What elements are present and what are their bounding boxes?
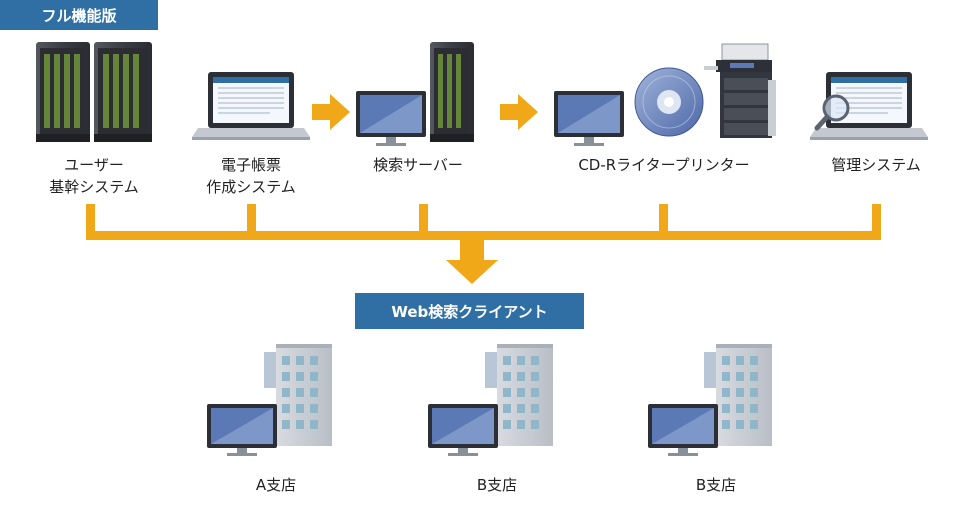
connector-bracket (86, 204, 881, 240)
svg-text:検索サーバー: 検索サーバー (373, 156, 463, 174)
system-label-cdr-printer: CD-Rライタープリンター (578, 156, 749, 174)
server-icon-left (36, 42, 90, 142)
building-icon (704, 344, 772, 446)
cd-disc-icon (634, 67, 704, 137)
branch-office-a: A支店 (207, 344, 332, 494)
branch-office-b2: B支店 (648, 344, 772, 494)
system-label-admin: 管理システム (831, 156, 921, 174)
system-label-search-server: 検索サーバー (373, 156, 463, 174)
branch-office-b1: B支店 (428, 344, 553, 494)
edition-badge: フル機能版 (0, 0, 158, 30)
arrow-right-icon (312, 94, 350, 130)
system-label-user: ユーザー 基幹システム (49, 156, 139, 196)
monitor-icon (207, 404, 277, 456)
server-icon (430, 42, 474, 142)
svg-text:ユーザー: ユーザー (64, 156, 124, 174)
monitor-icon (428, 404, 498, 456)
printer-icon (704, 43, 776, 138)
svg-text:CD-Rライタープリンター: CD-Rライタープリンター (578, 156, 749, 174)
svg-text:作成システム: 作成システム (206, 178, 296, 196)
monitor-icon (648, 404, 718, 456)
web-search-client-badge: Web検索クライアント (355, 293, 584, 329)
branch-label: B支店 (696, 476, 736, 494)
building-icon (264, 344, 332, 446)
svg-text:基幹システム: 基幹システム (49, 178, 139, 196)
monitor-icon (356, 91, 426, 146)
server-icon-right (94, 42, 152, 142)
branch-label: A支店 (256, 476, 296, 494)
branch-label: B支店 (477, 476, 517, 494)
monitor-icon (554, 91, 624, 146)
arrow-right-icon (500, 94, 538, 130)
magnifier-icon (814, 94, 850, 131)
laptop-icon (192, 72, 310, 140)
building-icon (485, 344, 553, 446)
arrow-down-icon (446, 240, 498, 284)
system-label-report: 電子帳票 作成システム (206, 156, 296, 196)
svg-text:管理システム: 管理システム (831, 156, 921, 174)
svg-text:電子帳票: 電子帳票 (221, 156, 281, 174)
